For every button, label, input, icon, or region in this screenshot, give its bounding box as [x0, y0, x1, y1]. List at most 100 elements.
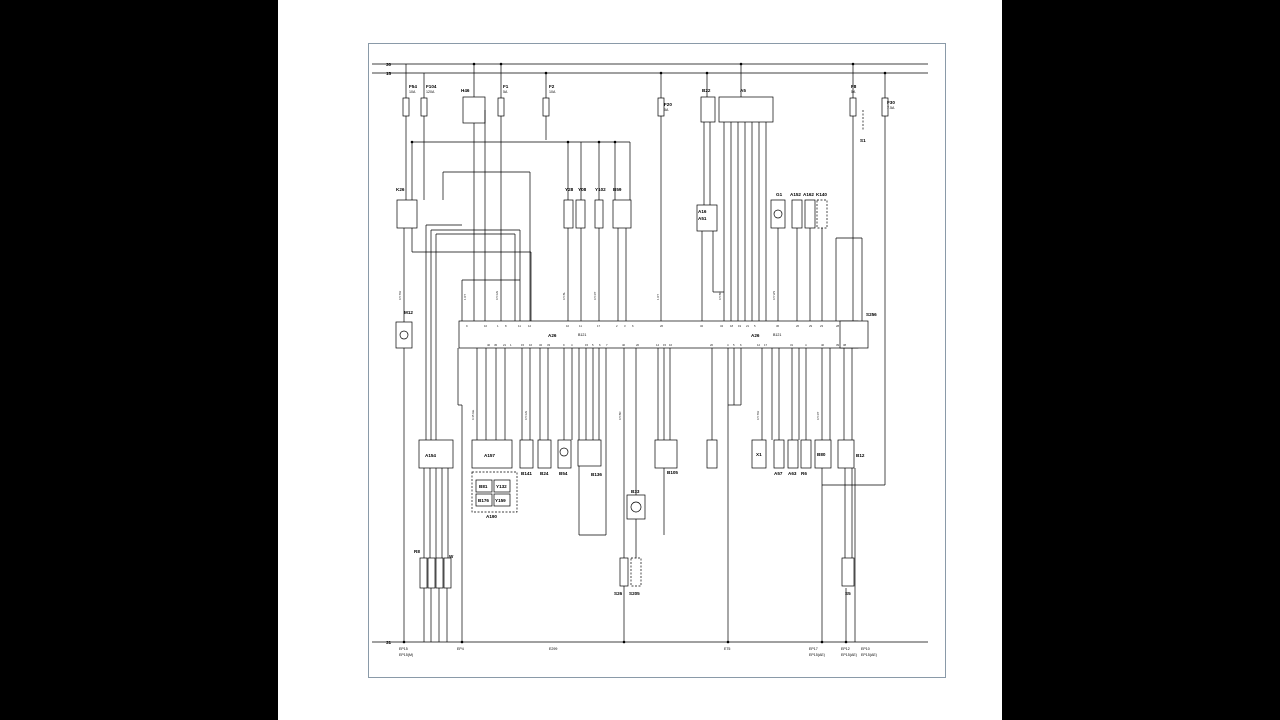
label-b33: B33: [631, 489, 640, 494]
svg-text:45: 45: [494, 343, 498, 347]
f30-value: 7.5A: [887, 106, 895, 110]
f20-value: 5A: [664, 108, 669, 112]
svg-text:9: 9: [563, 343, 565, 347]
svg-text:16: 16: [529, 343, 533, 347]
svg-text:0.35 GE: 0.35 GE: [471, 410, 475, 420]
label-a190: A190: [486, 514, 497, 519]
f8-value: 5A: [851, 90, 856, 94]
svg-text:19: 19: [738, 324, 742, 328]
label-y159: Y159: [495, 498, 506, 503]
ground-ep10-sub: EP15(AE): [861, 653, 877, 657]
label-a26: A26: [548, 333, 557, 338]
f104-value: 120A: [426, 90, 435, 94]
svg-text:38: 38: [843, 343, 847, 347]
ground-ep15: EP15: [399, 647, 408, 651]
svg-text:2: 2: [616, 324, 618, 328]
rail-30-label: 30: [386, 62, 392, 67]
label-b136: B136: [591, 472, 602, 477]
ground-e75: E75: [724, 647, 730, 651]
label-a152: A152: [790, 192, 801, 197]
label-b176: B176: [478, 498, 489, 503]
label-a157: A157: [484, 453, 495, 458]
label-a154: A154: [425, 453, 436, 458]
ground-ep12: EP12: [841, 647, 850, 651]
label-y08: Y08: [578, 187, 587, 192]
svg-text:39: 39: [836, 343, 840, 347]
svg-text:5: 5: [592, 343, 594, 347]
label-f54: F54: [409, 84, 417, 89]
svg-text:31: 31: [790, 343, 794, 347]
svg-text:0.5 BR: 0.5 BR: [718, 291, 722, 300]
label-k140: K140: [816, 192, 827, 197]
label-y132: Y132: [496, 484, 507, 489]
svg-text:0.5 BL: 0.5 BL: [562, 291, 566, 300]
label-b80: B80: [817, 452, 826, 457]
label-k26: K26: [396, 187, 405, 192]
ground-ep15-sub: EP15(M): [399, 653, 413, 657]
svg-text:10: 10: [566, 324, 570, 328]
svg-text:1: 1: [497, 324, 499, 328]
label-s5: S5: [845, 591, 851, 596]
svg-text:12: 12: [757, 343, 761, 347]
label-h46: H46: [461, 88, 470, 93]
ground-ep17-sub: EP15(AE): [809, 653, 825, 657]
svg-text:16: 16: [669, 343, 673, 347]
label-f1: F1: [503, 84, 509, 89]
label-f8: F8: [851, 84, 857, 89]
label-b81: B81: [479, 484, 488, 489]
svg-text:23: 23: [820, 324, 824, 328]
svg-text:11: 11: [579, 324, 582, 328]
ground-ep12-sub: EP15(AE): [841, 653, 857, 657]
label-a51: A51: [698, 216, 707, 221]
ground-ep10: EP10: [861, 647, 870, 651]
svg-text:12: 12: [528, 324, 532, 328]
svg-text:17: 17: [597, 324, 601, 328]
svg-text:4: 4: [571, 343, 573, 347]
label-r6: R6: [801, 471, 807, 476]
svg-text:26: 26: [660, 324, 664, 328]
label-b141: B141: [521, 471, 532, 476]
svg-text:28: 28: [836, 324, 840, 328]
label-s256: S256: [866, 312, 877, 317]
label-s26: S26: [614, 591, 623, 596]
svg-text:20: 20: [636, 343, 640, 347]
svg-text:15: 15: [585, 343, 589, 347]
ground-ep4: EP4: [457, 647, 464, 651]
svg-text:7: 7: [606, 343, 608, 347]
svg-text:32: 32: [700, 324, 704, 328]
svg-text:40: 40: [622, 343, 626, 347]
svg-text:10: 10: [484, 324, 488, 328]
svg-text:15: 15: [663, 343, 667, 347]
svg-text:40: 40: [821, 343, 825, 347]
label-b24: B24: [540, 471, 549, 476]
label-a63: A63: [788, 471, 797, 476]
label-y28: Y28: [565, 187, 574, 192]
f2-value: 10A: [549, 90, 556, 94]
svg-text:20: 20: [710, 343, 714, 347]
svg-text:4: 4: [727, 343, 729, 347]
rail-15-label: 15: [386, 71, 392, 76]
svg-text:21: 21: [746, 324, 750, 328]
svg-text:6: 6: [599, 343, 601, 347]
svg-text:0.5 GN: 0.5 GN: [524, 411, 528, 420]
svg-text:9: 9: [466, 324, 468, 328]
label-b121-b: B121: [773, 333, 781, 337]
svg-text:0.5 GN: 0.5 GN: [495, 291, 499, 300]
svg-text:34: 34: [720, 324, 724, 328]
label-a5: A5: [740, 88, 746, 93]
label-a162: A162: [803, 192, 814, 197]
svg-text:33: 33: [547, 343, 551, 347]
svg-text:8: 8: [505, 324, 507, 328]
svg-text:40: 40: [487, 343, 491, 347]
svg-text:6: 6: [740, 343, 742, 347]
label-f30: F30: [887, 100, 895, 105]
svg-text:0.5 BR: 0.5 BR: [618, 411, 622, 420]
label-b105: B105: [667, 470, 678, 475]
ground-e299: E299: [549, 647, 557, 651]
svg-text:0.5 SW: 0.5 SW: [756, 410, 760, 420]
svg-text:11: 11: [518, 324, 521, 328]
label-f20: F20: [664, 102, 672, 107]
svg-text:14: 14: [656, 343, 660, 347]
f1-value: 5A: [503, 90, 508, 94]
